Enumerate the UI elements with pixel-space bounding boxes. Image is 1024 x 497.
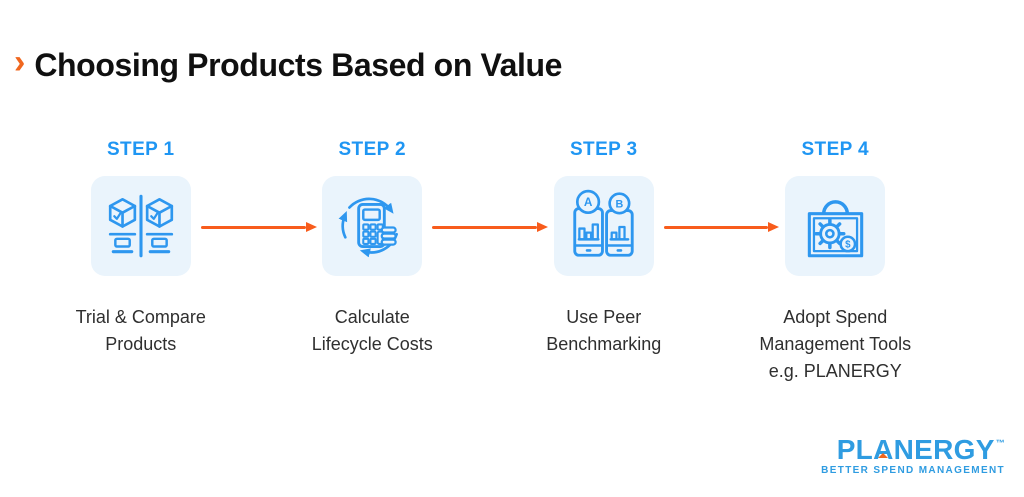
step-3-icon-tile: A B xyxy=(553,176,654,276)
step-1-caption: Trial & Compare Products xyxy=(75,307,206,354)
arrow-line xyxy=(432,225,537,229)
coin-stack xyxy=(380,226,397,246)
step-4-icon-tile: $ xyxy=(785,176,886,276)
wordmark-pl: PL xyxy=(836,434,874,465)
step-3: STEP 3 A xyxy=(488,139,720,385)
step-2: STEP 2 xyxy=(257,139,489,385)
wordmark-a: A xyxy=(873,434,894,465)
left-product-group xyxy=(108,197,136,254)
arrow-head-icon xyxy=(768,222,779,232)
flow-arrow-1 xyxy=(201,221,317,233)
step-4-label: STEP 4 xyxy=(801,139,870,160)
planergy-wordmark: PLANERGY™ xyxy=(821,434,1005,465)
title-row: › Choosing Products Based on Value xyxy=(14,43,563,84)
step-4-caption: Adopt Spend Management Tools e.g. PLANER… xyxy=(759,307,912,381)
currency-label: $ xyxy=(845,240,851,251)
logo-tagline: BETTER SPEND MANAGEMENT xyxy=(821,465,1005,476)
page-title: Choosing Products Based on Value xyxy=(34,47,563,83)
step-3-caption: Use Peer Benchmarking xyxy=(546,307,662,354)
steps-row: STEP 1 xyxy=(25,139,951,385)
step-3-label: STEP 3 xyxy=(569,139,638,160)
lifecycle-costs-icon xyxy=(338,197,399,258)
calculator xyxy=(357,203,387,248)
spend-management-icon: $ xyxy=(808,200,864,258)
dollar-coin: $ xyxy=(839,235,857,253)
step-4: STEP 4 xyxy=(720,139,952,385)
step-1-label: STEP 1 xyxy=(106,139,175,160)
badge-b-label: B xyxy=(615,198,623,210)
phone-a: A xyxy=(573,189,604,257)
badge-a-label: A xyxy=(584,195,593,209)
compare-products-icon xyxy=(108,194,173,258)
arrow-line xyxy=(201,225,306,229)
arrow-line xyxy=(664,225,768,229)
flow-arrow-2 xyxy=(432,221,548,233)
arrow-head-icon xyxy=(306,222,317,232)
step-2-icon-tile xyxy=(322,176,423,276)
planergy-logo: PLANERGY™ BETTER SPEND MANAGEMENT xyxy=(821,434,1005,477)
step-2-caption: Calculate Lifecycle Costs xyxy=(311,307,433,354)
step-1: STEP 1 xyxy=(25,139,257,385)
flow-arrow-3 xyxy=(664,221,779,233)
phone-b: B xyxy=(604,192,634,257)
title-chevron-icon: › xyxy=(14,43,26,81)
peer-benchmarking-icon: A B xyxy=(573,189,634,257)
step-2-label: STEP 2 xyxy=(338,139,407,160)
trademark-symbol: ™ xyxy=(995,438,1005,448)
step-1-icon-tile xyxy=(90,176,191,276)
arrow-head-icon xyxy=(537,222,548,232)
gear xyxy=(814,218,846,250)
wordmark-nergy: NERGY xyxy=(893,434,995,465)
right-product-group xyxy=(145,197,173,254)
